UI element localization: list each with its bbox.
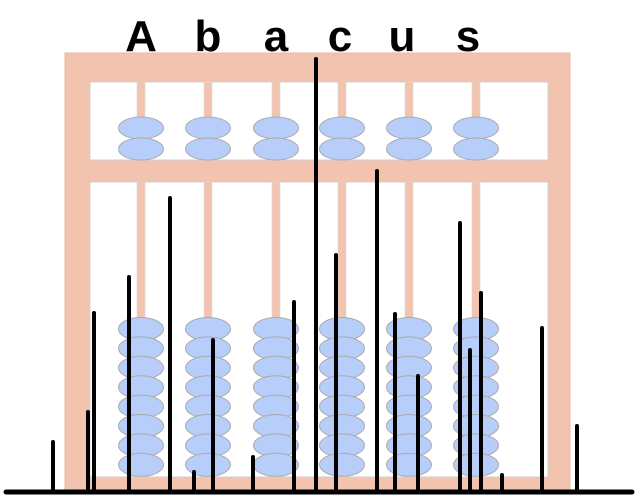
abacus-beads: [118, 116, 499, 477]
lower-bead: [253, 452, 299, 477]
upper-bead: [453, 116, 499, 140]
bottom-bar: [90, 477, 548, 490]
upper-bead: [453, 137, 499, 161]
spike-lines: [3, 57, 635, 495]
lower-bead: [386, 452, 432, 477]
upper-bead: [386, 137, 432, 161]
lower-bead: [118, 452, 164, 477]
upper-bead: [319, 116, 365, 140]
lower-bead: [185, 452, 231, 477]
upper-bead: [386, 116, 432, 140]
upper-bead: [319, 137, 365, 161]
upper-bead: [253, 137, 299, 161]
lower-bead: [453, 452, 499, 477]
upper-bead: [253, 116, 299, 140]
upper-bead: [118, 116, 164, 140]
upper-bead: [185, 137, 231, 161]
upper-bead: [118, 137, 164, 161]
upper-bead: [185, 116, 231, 140]
lower-bead: [319, 452, 365, 477]
